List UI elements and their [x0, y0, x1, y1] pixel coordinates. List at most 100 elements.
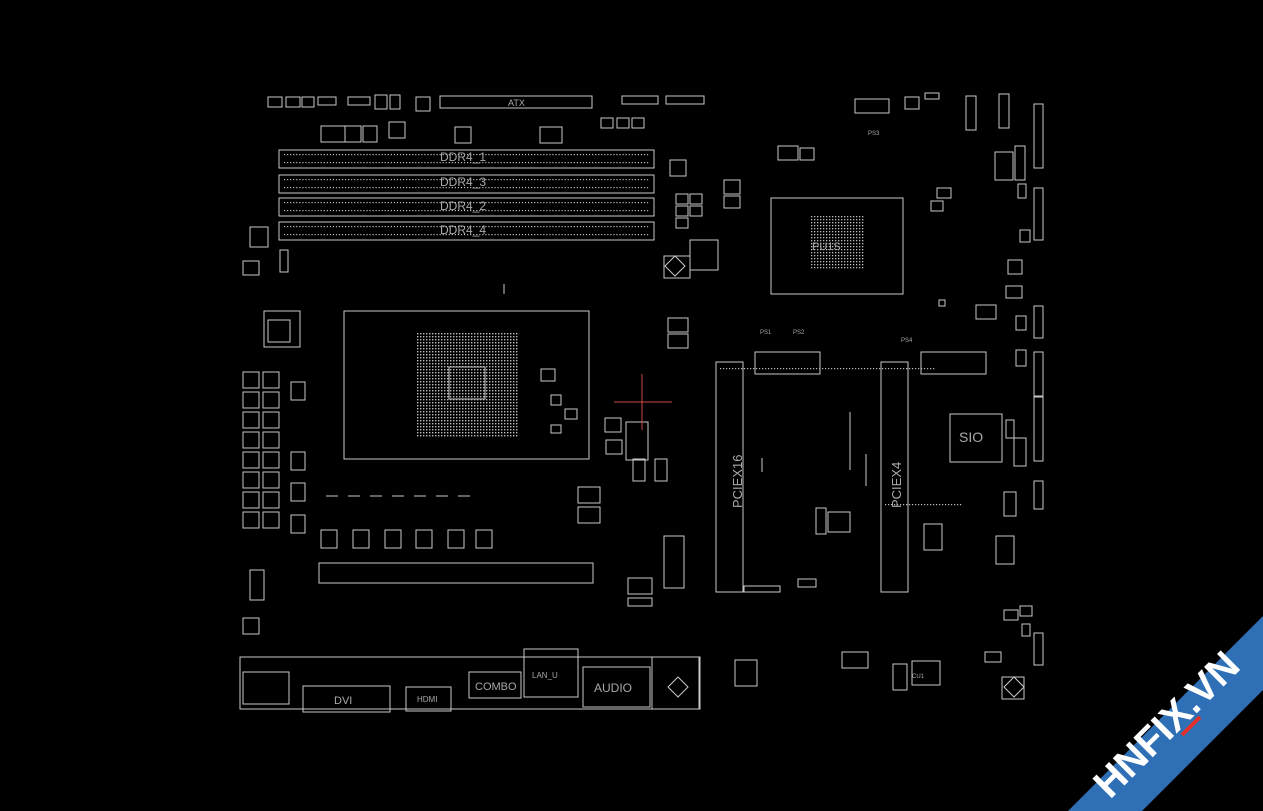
smd-component[interactable] [242, 511, 260, 529]
smd-component[interactable] [854, 98, 890, 114]
atx-connector[interactable] [439, 95, 593, 109]
smd-component[interactable] [388, 121, 406, 139]
smd-component[interactable] [936, 187, 952, 199]
smd-component[interactable] [1001, 676, 1025, 700]
smd-component[interactable] [627, 597, 653, 607]
smd-component[interactable] [344, 125, 362, 143]
smd-component[interactable] [262, 371, 280, 389]
smd-component[interactable] [689, 193, 703, 205]
smd-component[interactable] [263, 310, 301, 348]
smd-component[interactable] [374, 94, 388, 110]
ddr4-slot-2[interactable] [278, 197, 655, 217]
smd-component[interactable] [904, 96, 920, 110]
smd-component[interactable] [262, 451, 280, 469]
ddr4-slot-4[interactable] [278, 221, 655, 241]
ddr4-slot-1[interactable] [278, 149, 655, 169]
smd-component[interactable] [242, 491, 260, 509]
smd-component[interactable] [242, 451, 260, 469]
smd-component[interactable] [347, 96, 371, 106]
header-connector[interactable] [1033, 480, 1044, 510]
smd-component[interactable] [1003, 609, 1019, 621]
smd-component[interactable] [242, 431, 260, 449]
vrm-mosfet[interactable] [352, 529, 370, 549]
cpu-socket[interactable] [343, 310, 590, 460]
smd-component[interactable] [669, 159, 687, 177]
smd-component[interactable] [320, 125, 346, 143]
smd-component[interactable] [604, 417, 622, 433]
smd-component[interactable] [262, 411, 280, 429]
smd-component[interactable] [539, 126, 563, 144]
smd-component[interactable] [550, 394, 562, 406]
smd-component[interactable] [540, 368, 556, 382]
smd-component[interactable] [734, 659, 758, 687]
smd-component[interactable] [242, 391, 260, 409]
smd-component[interactable] [675, 217, 689, 229]
smd-component[interactable] [600, 117, 614, 129]
smd-component[interactable] [1007, 259, 1023, 275]
smd-component[interactable] [242, 371, 260, 389]
vrm-mosfet[interactable] [475, 529, 493, 549]
smd-component[interactable] [242, 471, 260, 489]
smd-component[interactable] [301, 96, 315, 108]
smd-component[interactable] [938, 299, 946, 307]
m2-header-2[interactable] [920, 351, 987, 375]
smd-component[interactable] [262, 391, 280, 409]
smd-component[interactable] [1017, 183, 1027, 199]
smd-component[interactable] [415, 96, 431, 112]
smd-component[interactable] [249, 226, 269, 248]
vrm-mosfet[interactable] [415, 529, 433, 549]
smd-component[interactable] [242, 260, 260, 276]
smd-component[interactable] [777, 145, 799, 161]
smd-component[interactable] [911, 660, 941, 686]
smd-component[interactable] [1019, 229, 1031, 243]
smd-component[interactable] [242, 411, 260, 429]
smd-component[interactable] [799, 147, 815, 161]
smd-component[interactable] [930, 200, 944, 212]
smd-component[interactable] [262, 431, 280, 449]
smd-component[interactable] [827, 511, 851, 533]
vrm-mosfet[interactable] [447, 529, 465, 549]
smd-component[interactable] [1014, 145, 1026, 181]
smd-component[interactable] [815, 507, 827, 535]
smd-component[interactable] [625, 421, 649, 461]
vrm-mosfet[interactable] [320, 529, 338, 549]
pch-chip-area[interactable] [770, 197, 904, 295]
combo-port[interactable] [468, 671, 522, 699]
smd-component[interactable] [362, 125, 378, 143]
header-connector[interactable] [1033, 351, 1044, 397]
lan-usb-port[interactable] [523, 648, 579, 698]
smd-component[interactable] [841, 651, 869, 669]
smd-component[interactable] [654, 458, 668, 482]
smd-component[interactable] [267, 96, 283, 108]
smd-component[interactable] [665, 95, 705, 105]
smd-component[interactable] [577, 486, 601, 504]
pciex16-slot[interactable] [715, 361, 744, 593]
smd-component[interactable] [1015, 349, 1027, 367]
smd-component[interactable] [564, 408, 578, 420]
header-connector[interactable] [998, 93, 1010, 129]
vrm-mosfet[interactable] [384, 529, 402, 549]
smd-component[interactable] [1013, 437, 1027, 467]
smd-component[interactable] [675, 193, 689, 205]
header-connector[interactable] [1033, 103, 1044, 169]
pciex4-slot[interactable] [880, 361, 909, 593]
smd-component[interactable] [667, 333, 689, 349]
vrm-mosfet[interactable] [290, 381, 306, 401]
header-connector[interactable] [1033, 396, 1044, 462]
smd-component[interactable] [723, 195, 741, 209]
smd-component[interactable] [317, 96, 337, 106]
smd-component[interactable] [262, 471, 280, 489]
cpu-center[interactable] [448, 366, 486, 400]
smd-component[interactable] [389, 94, 401, 110]
smd-component[interactable] [621, 95, 659, 105]
bottom-header-strip[interactable] [318, 562, 594, 584]
header-connector[interactable] [1033, 305, 1044, 339]
smd-component[interactable] [892, 663, 908, 691]
rear-left-block[interactable] [242, 671, 290, 705]
rear-right-block[interactable] [651, 656, 700, 710]
smd-component[interactable] [1003, 491, 1017, 517]
smd-component[interactable] [995, 535, 1015, 565]
sio-chip[interactable] [949, 413, 1003, 463]
audio-jack[interactable] [582, 666, 651, 708]
